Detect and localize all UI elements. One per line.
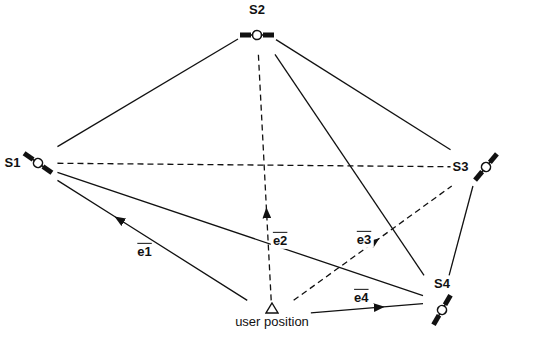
baseline <box>57 163 450 167</box>
line-of-sight-vector <box>294 186 452 300</box>
node-label: S1 <box>5 156 21 170</box>
satellite-icon <box>240 18 274 52</box>
satellite-node: S4 <box>425 277 459 326</box>
node-label: user position <box>235 315 309 329</box>
line-of-sight-vector <box>311 304 423 313</box>
line-of-sight-vector <box>258 54 271 300</box>
user-position-node: user position <box>235 302 309 329</box>
vector-label: e1 <box>135 245 153 259</box>
node-label: S3 <box>453 160 469 174</box>
baseline <box>449 186 473 275</box>
satellite-icon <box>469 150 503 184</box>
baseline <box>57 172 423 295</box>
line-of-sight-vector <box>57 180 247 300</box>
satellite-node: S2 <box>240 3 274 52</box>
satellite-icon <box>425 293 459 327</box>
node-label: S4 <box>434 277 450 291</box>
vector-label: e2 <box>271 234 289 248</box>
vector-label: e4 <box>352 290 370 304</box>
baseline <box>57 39 238 147</box>
baseline <box>275 54 424 275</box>
satellite-node: S1 <box>5 146 56 180</box>
satellite-icon <box>21 146 55 180</box>
vector-label: e3 <box>355 233 373 247</box>
node-label: S2 <box>249 3 265 17</box>
satellite-node: S3 <box>453 150 504 184</box>
user-triangle <box>265 302 279 314</box>
